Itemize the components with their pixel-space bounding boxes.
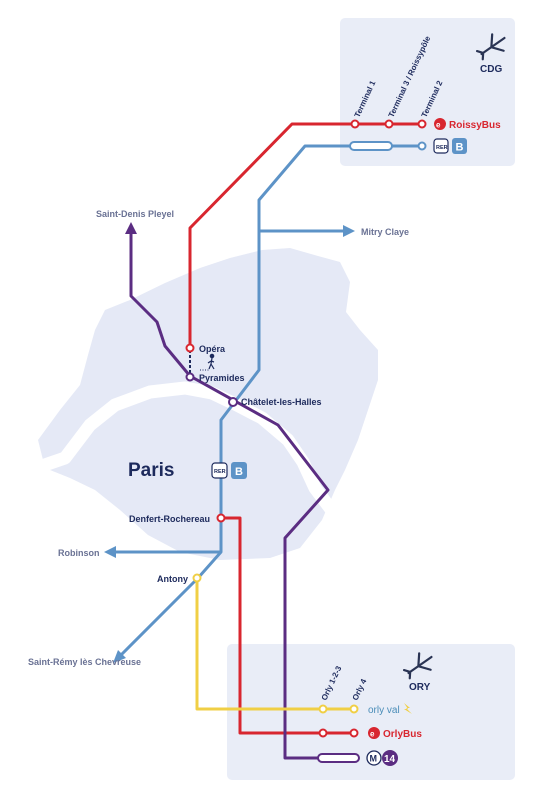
svg-text:RER: RER	[214, 469, 226, 475]
station-label-pyramides: Pyramides	[199, 373, 245, 383]
orlyval-label: orly val	[368, 705, 400, 716]
station-label-chatelet: Châtelet-les-Halles	[241, 397, 322, 407]
station-label-denfert: Denfert-Rochereau	[129, 514, 210, 524]
svg-text:e: e	[370, 730, 375, 739]
stop-cdg-rer-t13[interactable]	[349, 141, 393, 151]
dest-label-saint-remy: Saint-Rémy lès Chevreuse	[28, 657, 141, 667]
stop-ory-metro[interactable]	[317, 753, 360, 763]
orlybus-logo: e OrlyBus	[368, 727, 422, 740]
orlyval-logo: orly val	[368, 703, 412, 716]
stop-opera[interactable]	[185, 343, 195, 353]
stop-chatelet[interactable]	[228, 397, 238, 407]
arrow-mitry	[343, 225, 355, 237]
paris-area	[38, 248, 378, 560]
svg-text:e: e	[436, 121, 441, 130]
stop-cdg-t1[interactable]	[350, 119, 360, 129]
dest-label-robinson: Robinson	[58, 548, 100, 558]
cdg-zone	[340, 18, 515, 166]
station-label-opera: Opéra	[199, 344, 226, 354]
stop-ory-bus-123[interactable]	[318, 728, 328, 738]
arrow-saint-denis	[125, 222, 137, 234]
rer-logo-paris: RER B	[211, 462, 247, 479]
arrow-saint-remy	[113, 650, 126, 663]
orlybus-label: OrlyBus	[383, 729, 422, 740]
stop-cdg-t2[interactable]	[417, 119, 427, 129]
rer-b-line	[118, 144, 422, 658]
svg-text:14: 14	[384, 754, 396, 765]
orlybus-line	[221, 516, 354, 735]
stop-pyramides[interactable]	[185, 372, 195, 382]
city-label: Paris	[128, 460, 174, 481]
svg-text:M: M	[370, 754, 378, 764]
airport-label-ory: ORY	[409, 682, 431, 693]
stop-cdg-rer-t2[interactable]	[417, 141, 427, 151]
svg-text:B: B	[235, 466, 243, 478]
svg-text:B: B	[456, 142, 464, 154]
seine-river	[23, 381, 340, 519]
stop-ory-val-4[interactable]	[349, 704, 359, 714]
roissybus-logo: e RoissyBus	[434, 118, 501, 131]
dest-label-saint-denis: Saint-Denis Pleyel	[96, 209, 174, 219]
svg-text:RER: RER	[436, 145, 448, 151]
arrow-robinson	[104, 546, 116, 558]
roissybus-label: RoissyBus	[449, 120, 501, 131]
airport-label-cdg: CDG	[480, 64, 502, 75]
metro-14-logo: M 14	[366, 750, 398, 766]
stop-cdg-t3[interactable]	[384, 119, 394, 129]
airplane-icon-cdg	[475, 33, 506, 61]
dest-label-mitry: Mitry Claye	[361, 227, 409, 237]
ory-zone	[227, 644, 515, 780]
orlyval-line	[195, 578, 354, 711]
stop-ory-bus-4[interactable]	[349, 728, 359, 738]
airplane-icon-ory	[402, 652, 433, 680]
stop-denfert[interactable]	[216, 513, 226, 523]
stop-ory-val-123[interactable]	[318, 704, 328, 714]
stop-antony[interactable]	[192, 573, 202, 583]
station-label-antony: Antony	[157, 574, 188, 584]
pedestrian-icon	[207, 353, 215, 370]
rer-logo-cdg: RER B	[433, 138, 467, 154]
